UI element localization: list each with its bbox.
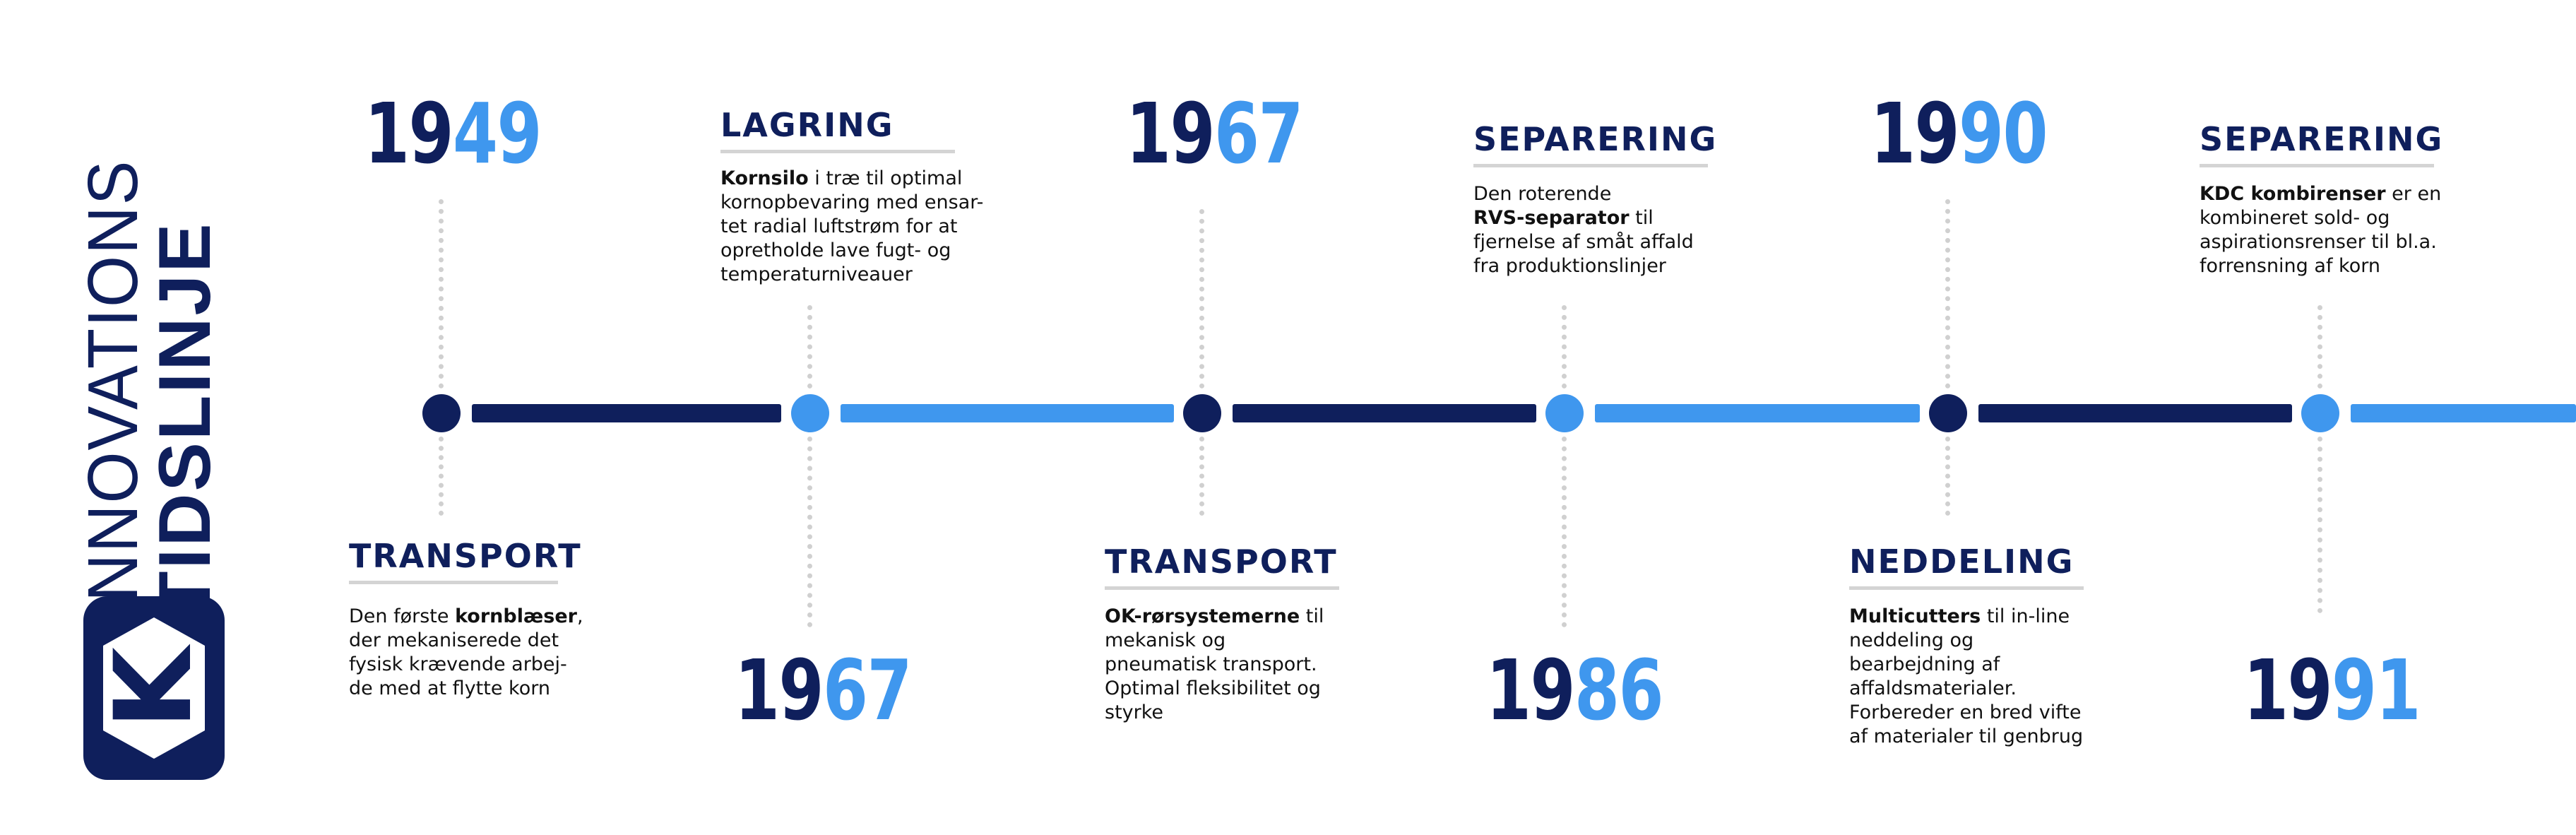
heading-underline-1 — [349, 581, 558, 584]
connector-1967b-bottom — [1199, 437, 1204, 516]
timeline-segment-3 — [1233, 404, 1536, 422]
connector-1949-top — [439, 199, 444, 389]
year-1991: 1991 — [2243, 641, 2421, 739]
description-4: Den roterende RVS-separator til fjernels… — [1473, 183, 1694, 277]
heading-underline-3 — [1105, 586, 1339, 590]
connector-1991-top — [2317, 305, 2322, 389]
timeline-segment-6 — [2351, 404, 2576, 422]
description-6: KDC kombirenser er en kombineret sold- o… — [2200, 183, 2442, 277]
year-1990: 1990 — [1870, 85, 2048, 182]
heading-underline-6 — [2200, 164, 2434, 167]
timeline-dot-1949 — [422, 394, 461, 432]
heading-underline-4 — [1473, 164, 1708, 167]
heading-lagring: LAGRING — [720, 106, 894, 144]
timeline-title: INNOVATIONS TIDSLINJE — [73, 42, 233, 622]
description-3: OK-rørsystemerne til mekanisk og pneumat… — [1105, 605, 1324, 723]
heading-underline-2 — [720, 150, 955, 153]
heading-underline-5 — [1849, 586, 2084, 590]
logo-letter: K — [93, 644, 215, 729]
company-logo: K — [83, 596, 225, 780]
title-line-innovations: INNOVATIONS — [73, 159, 153, 622]
timeline-segment-4 — [1595, 404, 1920, 422]
timeline-segment-1 — [472, 404, 781, 422]
k-hexagon-logo-icon: K — [93, 617, 215, 759]
heading-neddeling: NEDDELING — [1849, 543, 2075, 581]
year-1949: 1949 — [364, 85, 542, 182]
connector-1967b-top — [1199, 209, 1204, 389]
timeline-segment-5 — [1978, 404, 2292, 422]
title-line-tidslinje: TIDSLINJE — [144, 221, 226, 616]
timeline-dot-1967b — [1183, 394, 1221, 432]
connector-1967a-bottom — [807, 437, 812, 627]
connector-1967a-top — [807, 305, 812, 389]
heading-transport-1: TRANSPORT — [349, 537, 582, 575]
timeline-dot-1990 — [1929, 394, 1967, 432]
description-5: Multicutters til in-line neddeling og be… — [1849, 605, 2084, 747]
connector-1990-top — [1945, 199, 1950, 389]
heading-separering-2: SEPARERING — [2200, 120, 2444, 158]
connector-1986-top — [1562, 305, 1567, 389]
year-1986: 1986 — [1486, 641, 1664, 739]
connector-1949-bottom — [439, 437, 444, 516]
connector-1991-bottom — [2317, 437, 2322, 613]
description-1: Den første kornblæser, der mekaniserede … — [349, 605, 583, 699]
connector-1986-bottom — [1562, 437, 1567, 627]
timeline-dot-1967a — [791, 394, 829, 432]
year-1967-a: 1967 — [735, 641, 913, 739]
timeline-dot-1991 — [2301, 394, 2339, 432]
connector-1990-bottom — [1945, 437, 1950, 516]
timeline-dot-1986 — [1545, 394, 1584, 432]
heading-transport-2: TRANSPORT — [1105, 543, 1338, 581]
year-1967-b: 1967 — [1126, 85, 1304, 182]
heading-separering-1: SEPARERING — [1473, 120, 1718, 158]
timeline-segment-2 — [841, 404, 1174, 422]
description-2: Kornsilo i træ til optimal kornopbevarin… — [720, 167, 984, 285]
